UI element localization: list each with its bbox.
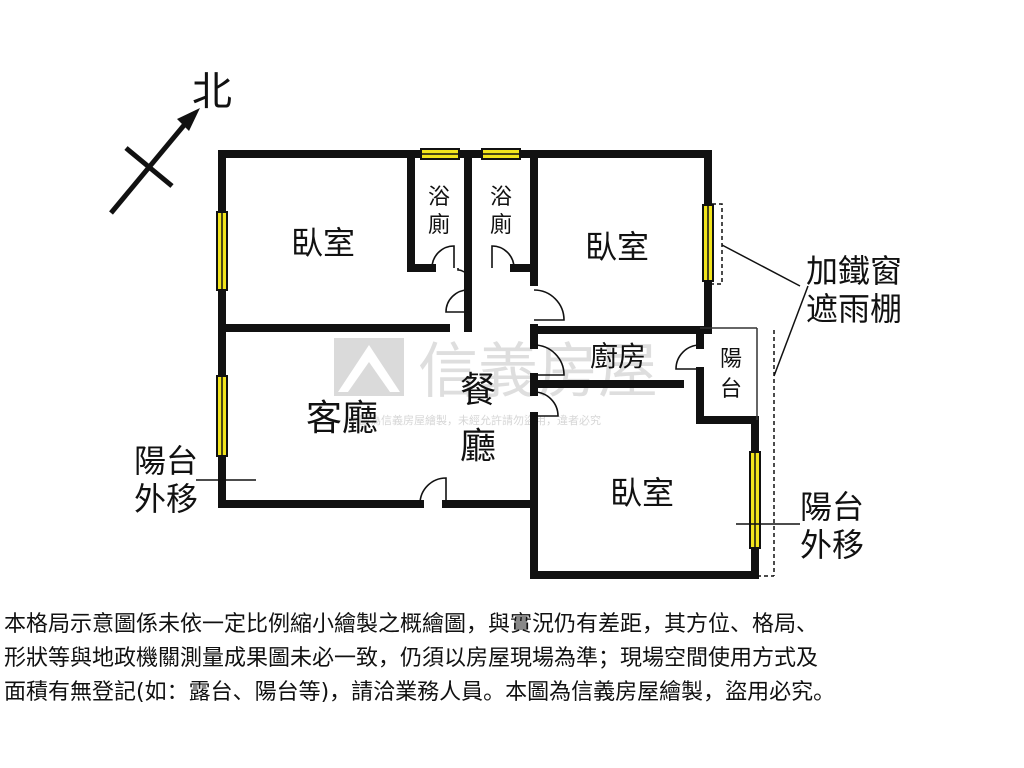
room-bath-1-line1: 浴 bbox=[428, 185, 450, 210]
balcony-outline bbox=[700, 327, 758, 420]
room-bath-1-line2: 廁 bbox=[428, 213, 450, 238]
disclaimer-line-2: 形狀等與地政機關測量成果圖未必一致，仍須以房屋現場為準；現場空間使用方式及 bbox=[4, 646, 819, 671]
annotation-balcony-left-line1: 陽台 bbox=[134, 442, 198, 480]
watermark-logo bbox=[334, 338, 404, 396]
door-entrance bbox=[419, 477, 447, 505]
door-balcony bbox=[675, 344, 701, 370]
door-bedroom-se bbox=[533, 391, 559, 417]
annotation-iron-window-line2: 遮雨棚 bbox=[806, 290, 902, 328]
room-bedroom-ne: 臥室 bbox=[585, 228, 649, 266]
windows bbox=[216, 148, 761, 549]
door-bath-1 bbox=[431, 245, 455, 269]
window-left-bedroom bbox=[216, 211, 228, 291]
window-top-bath-2 bbox=[481, 148, 521, 160]
room-bedroom-nw: 臥室 bbox=[291, 224, 355, 262]
doors bbox=[419, 245, 701, 505]
room-balcony-line2: 台 bbox=[720, 377, 742, 402]
window-left-living bbox=[216, 375, 228, 457]
disclaimer-line-1: 本格局示意圖係未依一定比例縮小繪製之概繪圖，與實況仍有差距，其方位、格局、 bbox=[4, 612, 819, 637]
window-top-bath-1 bbox=[420, 148, 460, 160]
door-bath-1-lower bbox=[457, 268, 465, 273]
door-bath-2 bbox=[491, 245, 515, 269]
leader-lines bbox=[196, 244, 809, 525]
dashed-lines bbox=[712, 203, 775, 577]
room-living: 客廳 bbox=[306, 398, 378, 439]
room-bath-2-line1: 浴 bbox=[490, 185, 512, 210]
room-kitchen: 廚房 bbox=[590, 340, 646, 373]
disclaimer: 本格局示意圖係未依一定比例縮小繪製之概繪圖，與實況仍有差距，其方位、格局、 形狀… bbox=[4, 608, 1020, 710]
room-bedroom-se: 臥室 bbox=[610, 474, 674, 512]
annotation-balcony-right-line2: 外移 bbox=[800, 526, 864, 564]
room-bath-2-line2: 廁 bbox=[490, 213, 512, 238]
annotation-iron-window-line1: 加鐵窗 bbox=[806, 252, 902, 290]
door-bedroom-ne bbox=[533, 289, 565, 321]
compass-north-label: 北 bbox=[192, 69, 232, 115]
window-right-bedroom-se bbox=[749, 451, 761, 549]
compass: 北 bbox=[109, 69, 232, 215]
room-dining-line2: 廳 bbox=[460, 426, 496, 467]
room-dining-line1: 餐 bbox=[460, 370, 496, 411]
watermark-notice: 本圖為信義房屋繪製，未經允許請勿盜用，違者必究 bbox=[348, 413, 601, 427]
room-balcony-line1: 陽 bbox=[720, 347, 742, 372]
disclaimer-line-3: 面積有無登記(如：露台、陽台等)，請洽業務人員。本圖為信義房屋繪製，盜用必究。 bbox=[4, 680, 836, 705]
window-right-bedroom-ne bbox=[702, 204, 714, 282]
door-bedroom-nw bbox=[445, 289, 469, 313]
annotation-balcony-left-line2: 外移 bbox=[134, 480, 198, 518]
door-kitchen bbox=[533, 344, 565, 376]
annotation-balcony-right-line1: 陽台 bbox=[800, 488, 864, 526]
floor-plan: 信義房屋 本圖為信義房屋繪製，未經允許請勿盜用，違者必究 北 bbox=[109, 69, 902, 579]
